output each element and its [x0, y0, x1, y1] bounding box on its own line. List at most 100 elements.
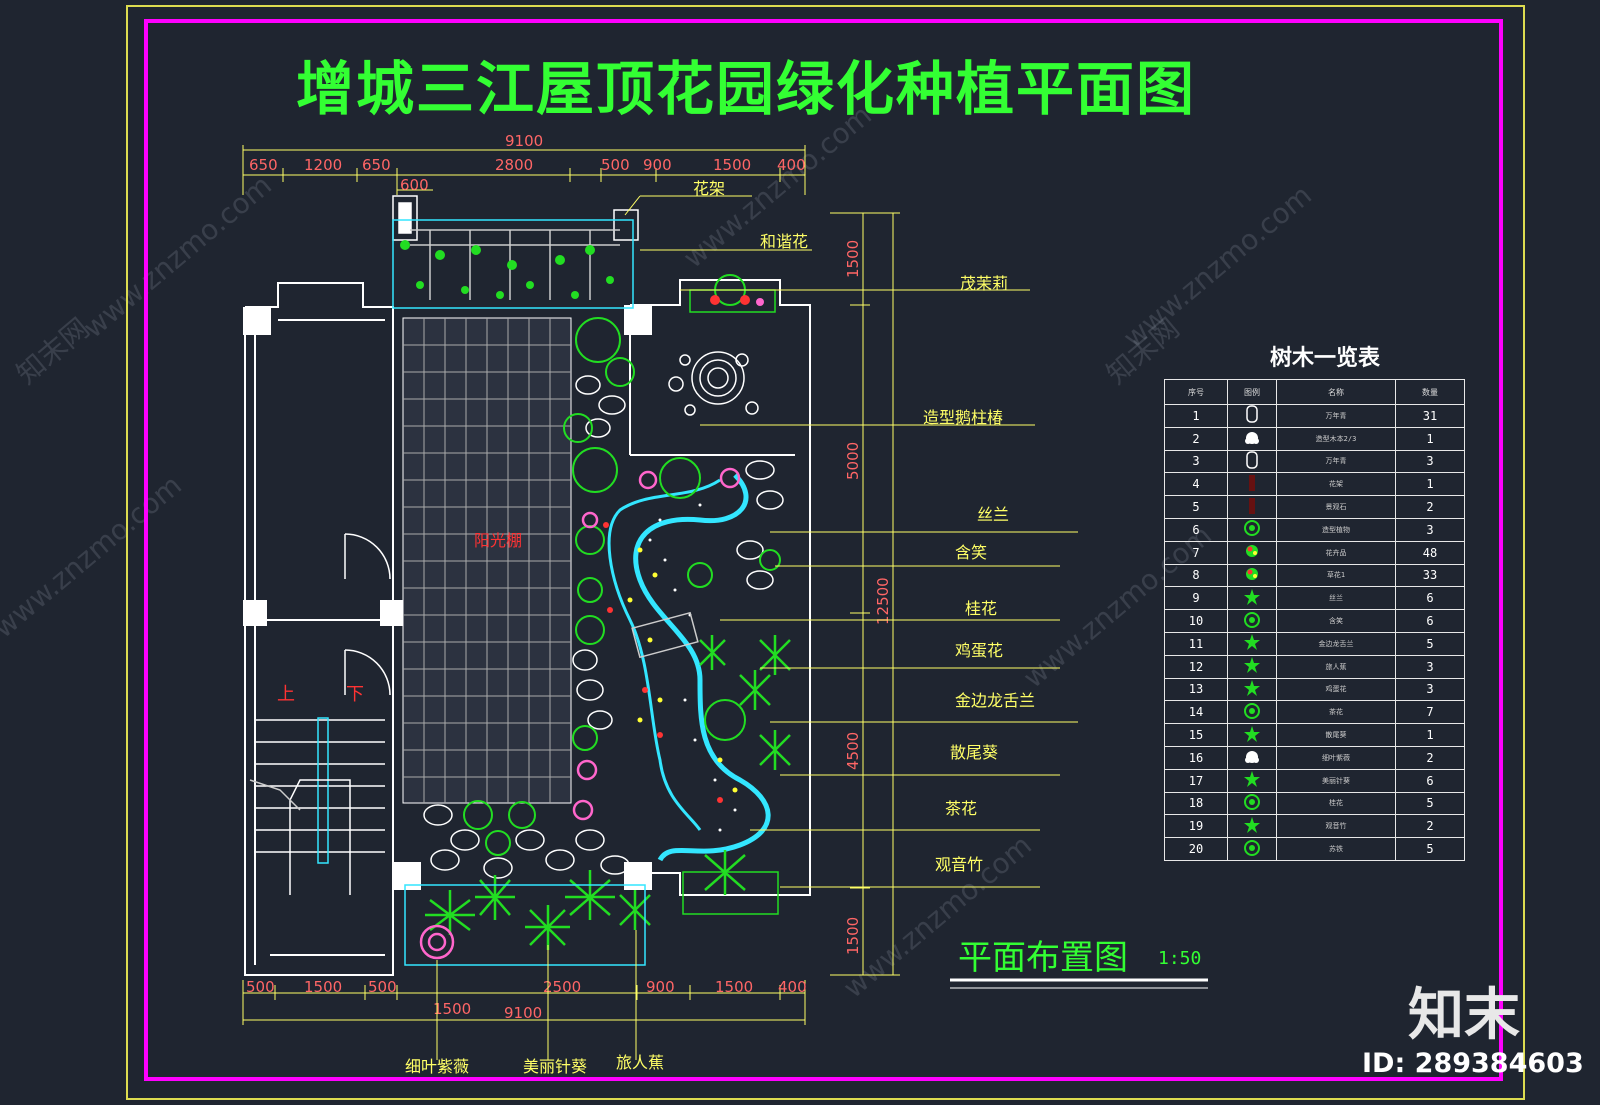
- dim-top: 650: [362, 156, 391, 174]
- plant-legend-icon: [1227, 495, 1277, 519]
- callout-label: 含笑: [955, 543, 987, 562]
- drawing-title: 增城三江屋顶花园绿化种植平面图: [296, 55, 1197, 123]
- bottom-dimensions: [242, 980, 806, 1025]
- plant-legend-icon: [1227, 654, 1277, 679]
- plan-scale: 1:50: [1158, 948, 1202, 969]
- plant-row-no: 18: [1164, 791, 1228, 816]
- plant-row-no: 8: [1164, 563, 1228, 588]
- stair-up-label: 上: [277, 684, 295, 705]
- callout-label-bottom: 旅人蕉: [616, 1053, 664, 1072]
- dim-bottom: 2500: [543, 978, 581, 996]
- plant-row-no: 14: [1164, 700, 1228, 725]
- plant-row-no: 17: [1164, 768, 1228, 793]
- plant-row-no: 10: [1164, 609, 1228, 633]
- bottom-planter: [404, 884, 646, 966]
- plant-legend-icon: [1227, 745, 1277, 770]
- plant-row-no: 2: [1164, 426, 1228, 451]
- top-dimension-labels: 9100 650 1200 650 2800 500 900 1500 400 …: [249, 132, 806, 194]
- plant-row-no: 9: [1164, 586, 1228, 611]
- plant-legend-icon: [1227, 517, 1277, 542]
- plant-row-name: 含笑: [1276, 609, 1396, 633]
- plant-legend-icon: [1227, 586, 1277, 611]
- dim-bottom: 900: [646, 978, 675, 996]
- dim-top: 1200: [304, 156, 342, 174]
- plant-row-name: 造型木本2/3: [1276, 426, 1396, 451]
- plant-table-title: 树木一览表: [1270, 345, 1381, 371]
- callout-label: 造型鹅柱椿: [923, 408, 1003, 427]
- plant-flower-dots: [627, 547, 738, 793]
- dim-right-outer: 12500: [874, 577, 892, 625]
- callout-label: 鸡蛋花: [955, 641, 1003, 660]
- plant-row-name: 花卉品: [1276, 540, 1396, 565]
- dim-top-total: 9100: [505, 132, 543, 150]
- staircase: [249, 717, 385, 895]
- sunroom-grid: [402, 317, 572, 804]
- plant-red-dots: [603, 297, 748, 803]
- bottom-right-planter: [682, 871, 779, 915]
- plant-row-name: 观音竹: [1276, 814, 1396, 839]
- callout-label-bottom: 细叶紫薇: [405, 1057, 469, 1076]
- plant-row-name: 万年青: [1276, 449, 1396, 474]
- dim-top: 2800: [495, 156, 533, 174]
- stair-down-label: 下: [346, 684, 364, 705]
- sunroom-label: 阳光棚: [474, 531, 522, 550]
- callout-label-bottom: 美丽针葵: [523, 1057, 587, 1076]
- dim-bottom: 500: [368, 978, 397, 996]
- plant-row-no: 12: [1164, 654, 1228, 679]
- plant-row-name: 桂花: [1276, 791, 1396, 816]
- plant-table-header: 序号 图例 名称 数量: [1164, 379, 1465, 405]
- header-name: 名称: [1276, 379, 1396, 405]
- plant-legend-icon: [1227, 449, 1277, 474]
- plant-row-no: 1: [1164, 404, 1228, 428]
- plant-row-qty: 5: [1395, 837, 1465, 861]
- top-dimensions: [242, 145, 806, 195]
- dim-bottom: 500: [246, 978, 275, 996]
- plant-row-name: 细叶紫薇: [1276, 745, 1396, 770]
- callout-label: 散尾葵: [950, 743, 998, 762]
- plant-row-qty: 2: [1395, 745, 1465, 770]
- plant-row-qty: 5: [1395, 631, 1465, 656]
- plant-row-no: 11: [1164, 631, 1228, 656]
- plant-trees: [463, 317, 781, 856]
- plant-row-no: 19: [1164, 814, 1228, 839]
- plant-row-qty: 33: [1395, 563, 1465, 588]
- plant-row-name: 景观石: [1276, 495, 1396, 519]
- plant-legend-icon: [1227, 837, 1277, 861]
- dim-right: 1500: [844, 240, 862, 278]
- dim-top: 1500: [713, 156, 751, 174]
- plant-flowers: [419, 467, 741, 960]
- plant-palms: [425, 635, 791, 950]
- plant-legend-icon: [1227, 609, 1277, 633]
- plant-legend-icon: [1227, 791, 1277, 816]
- plant-legend-icon: [1227, 768, 1277, 793]
- dim-right: 1500: [844, 917, 862, 955]
- dim-top: 400: [777, 156, 806, 174]
- plant-legend-icon: [1227, 700, 1277, 725]
- dim-bottom-second: 1500: [433, 1000, 471, 1018]
- dim-top: 900: [643, 156, 672, 174]
- plant-row-no: 3: [1164, 449, 1228, 474]
- plant-row-qty: 1: [1395, 723, 1465, 747]
- plant-legend-icon: [1227, 540, 1277, 565]
- water-stream: [607, 473, 771, 862]
- outer-frame: [126, 5, 1525, 1100]
- plant-row-qty: 5: [1395, 791, 1465, 816]
- feature-tree-stump: [668, 351, 759, 416]
- plant-row-qty: 1: [1395, 426, 1465, 451]
- plant-row-qty: 3: [1395, 449, 1465, 474]
- doors: [344, 533, 391, 696]
- plant-row-name: 丝兰: [1276, 586, 1396, 611]
